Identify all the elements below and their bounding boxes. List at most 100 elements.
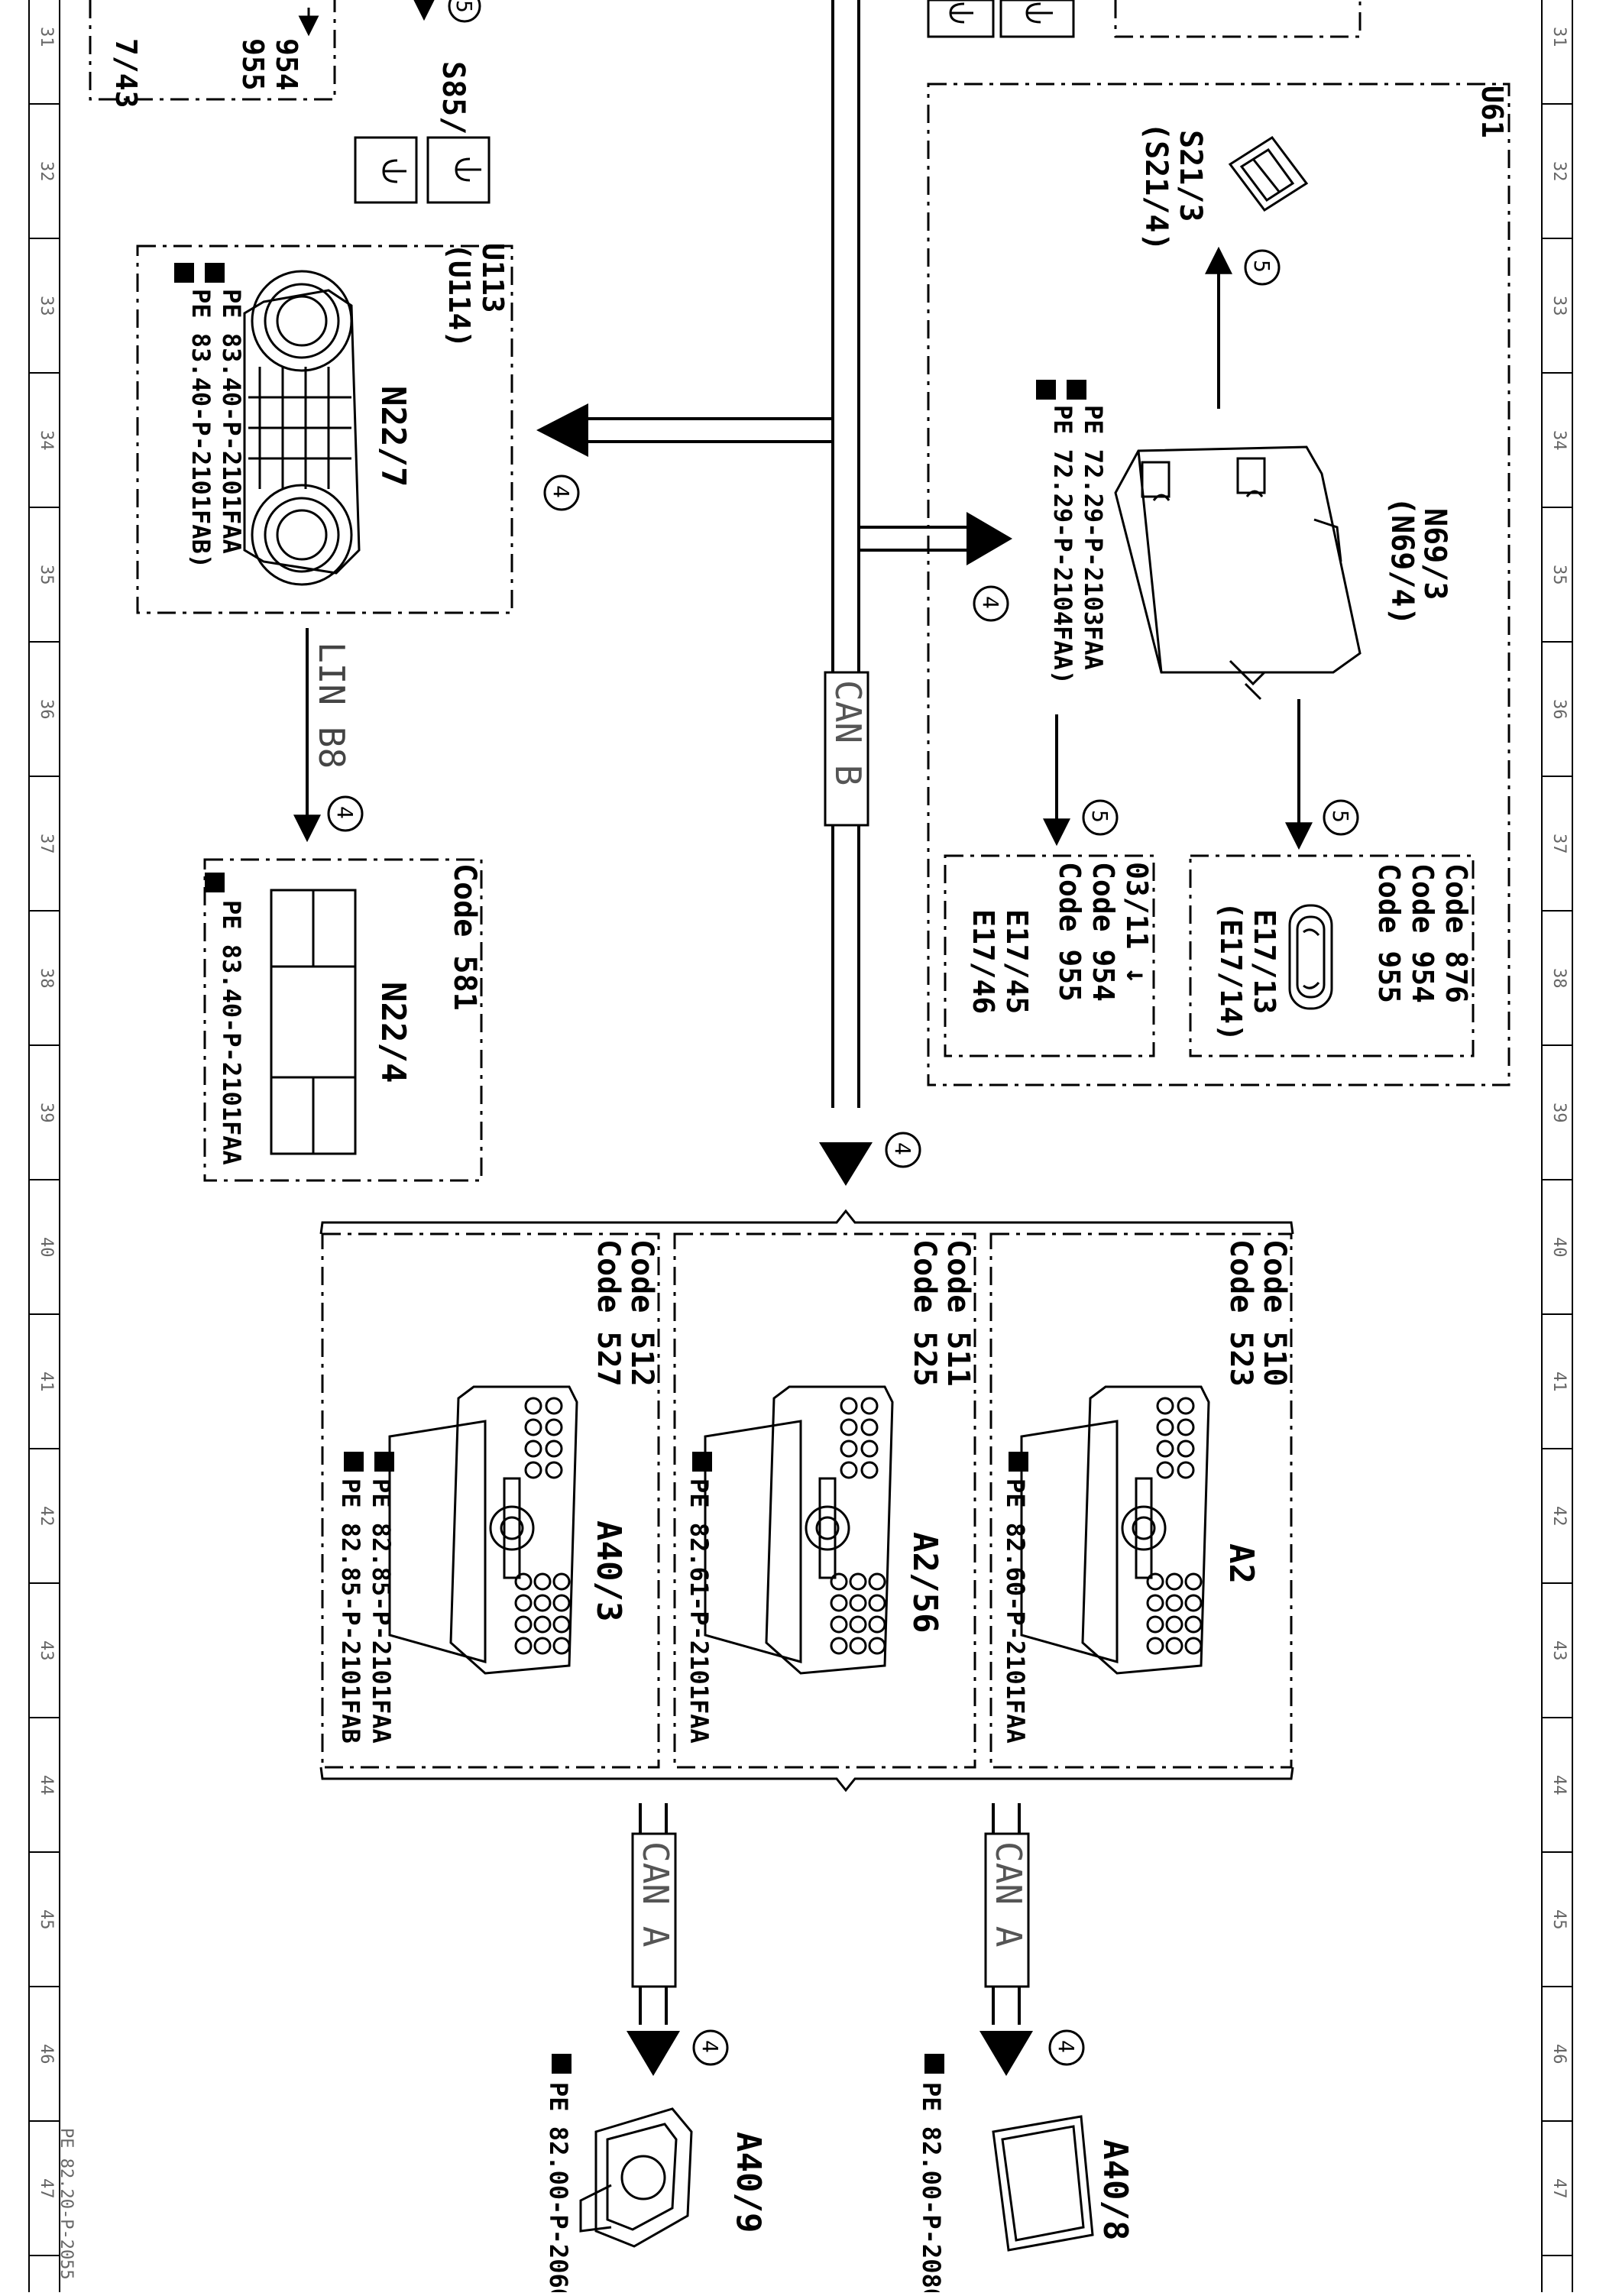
top-left-component: 7/43	[109, 38, 143, 108]
ruler-number: 34	[37, 430, 56, 451]
s21-4-label: (S21/4)	[1138, 122, 1174, 251]
ruler-number: 35	[1549, 565, 1569, 585]
ruler-number: 31	[1549, 27, 1569, 47]
u113-subtitle: (U114)	[442, 243, 476, 348]
radio-button-dot	[545, 1418, 563, 1436]
u61-title: U61	[1475, 86, 1509, 138]
radio-button-dot	[830, 1572, 848, 1591]
head-unit-a2-56: Code 511 Code 525 A2/56 PE 82.61-P-2101F…	[673, 1232, 976, 1769]
wrench-icon	[924, 2054, 944, 2074]
n69-pe-2: PE 72.29-P-2104FAA)	[1048, 405, 1077, 685]
radio-button-dot	[849, 1594, 867, 1612]
radio-button-dot	[840, 1397, 858, 1415]
top-left-code-955: 955	[236, 38, 270, 91]
radio-unit-icon	[1020, 1385, 1210, 1675]
u113-pe-1: PE 83.40-P-2101FAA	[217, 289, 246, 554]
marker-4-can-b-bottom: 4	[885, 1132, 921, 1168]
radio-button-dot	[533, 1572, 552, 1591]
e17-14-label: (E17/14)	[1214, 902, 1248, 1041]
top-left-code-954: 954	[270, 38, 303, 91]
e17-13-code-955: Code 955	[1372, 863, 1406, 1003]
a40-9-pe: PE 82.00-P-2060F	[544, 2082, 573, 2292]
a40-8-pe: PE 82.00-P-2080	[917, 2082, 946, 2292]
svg-text:4: 4	[890, 1142, 915, 1155]
radio-button-dot	[1146, 1572, 1164, 1591]
svg-text:4: 4	[978, 596, 1003, 609]
wrench-icon	[344, 1452, 364, 1472]
head-unit-a40-3-code-2: Code 527	[591, 1239, 626, 1387]
radio-button-dot	[1184, 1615, 1203, 1634]
e17-46-label: E17/46	[967, 909, 1000, 1014]
climate-control-unit-icon	[243, 270, 361, 586]
ruler-number: 41	[1549, 1371, 1569, 1392]
radio-button-dot	[533, 1594, 552, 1612]
radio-button-dot	[849, 1572, 867, 1591]
radio-button-dot	[1146, 1637, 1164, 1655]
radio-button-dot	[1184, 1594, 1203, 1612]
ruler-number: 36	[1549, 699, 1569, 720]
u61-box: U61 S21/3 (S21/4) 5 N69/3 (N69/4) PE 72.…	[927, 83, 1510, 1086]
n22-4-box: Code 581 N22/4 PE 83.40-P-2101FAA	[203, 858, 483, 1182]
ruler-number: 35	[37, 565, 56, 585]
e17-45-code-954: Code 954	[1086, 862, 1120, 1002]
n22-4-code: Code 581	[447, 863, 482, 1011]
wrench-icon	[1009, 1452, 1028, 1472]
head-unit-a40-3-pe-1: PE 82.85-P-2101FAA	[367, 1478, 396, 1744]
head-unit-a2-56-code-1: Code 511	[941, 1239, 976, 1387]
ruler-number: 32	[1549, 161, 1569, 182]
can-a-label-1: CAN A	[988, 1841, 1029, 1947]
can-a-marker-1: 4	[1054, 2040, 1079, 2053]
radio-unit-icon	[388, 1385, 578, 1675]
lin-b8-label: LIN B8	[311, 642, 352, 769]
radio-button-dot	[1165, 1615, 1183, 1634]
radio-button-dot	[849, 1637, 867, 1655]
ruler-number: 42	[1549, 1506, 1569, 1527]
ruler-number: 31	[37, 27, 56, 47]
radio-button-dot	[1184, 1637, 1203, 1655]
ruler-number: 44	[37, 1775, 56, 1796]
radio-unit-icon	[704, 1385, 894, 1675]
wrench-icon	[174, 263, 225, 283]
head-unit-a40-3-pe-2: PE 82.85-P-2101FAB	[336, 1478, 365, 1744]
document-reference: PE 82.20-P-2055	[57, 2128, 76, 2280]
svg-text:4: 4	[549, 485, 574, 498]
radio-button-dot	[840, 1418, 858, 1436]
radio-button-dot	[830, 1615, 848, 1634]
a40-8-label: A40/8	[1096, 2139, 1135, 2240]
top-center-locks	[927, 0, 1075, 38]
head-unit-a2: Code 510 Code 523 A2 PE 82.60-P-2101FAA	[989, 1232, 1293, 1769]
e17-45-marker: 5	[1087, 810, 1112, 823]
top-right-box	[1114, 0, 1362, 38]
n69-pe-1: PE 72.29-P-2103FAA	[1079, 405, 1108, 670]
u113-component: N22/7	[374, 386, 413, 487]
s85-5-marker: 5	[452, 0, 477, 13]
ruler-number: 46	[37, 2044, 56, 2064]
head-unit-a2-56-component: A2/56	[905, 1532, 944, 1633]
a40-9-group: A40/9 PE 82.00-P-2060F	[544, 2054, 768, 2296]
switch-icon	[1228, 135, 1309, 212]
can-a-label-2: CAN A	[635, 1841, 676, 1947]
radio-button-dot	[524, 1461, 542, 1479]
ruler-number: 37	[1549, 834, 1569, 854]
radio-button-dot	[1165, 1594, 1183, 1612]
radio-button-dot	[1177, 1418, 1195, 1436]
s21-3-label: S21/3	[1173, 130, 1208, 222]
radio-button-dot	[868, 1572, 886, 1591]
ruler-number: 36	[37, 699, 56, 720]
radio-button-dot	[552, 1615, 571, 1634]
radio-button-dot	[868, 1594, 886, 1612]
u113-box: U113 (U114) N22/7 PE 83.40-P-2101FAA PE …	[136, 243, 513, 614]
radio-button-dot	[860, 1439, 879, 1458]
ruler-number: 43	[1549, 1640, 1569, 1661]
head-unit-a2-code-1: Code 510	[1257, 1239, 1292, 1387]
lamp-icon	[1288, 904, 1333, 1010]
radio-button-dot	[1184, 1572, 1203, 1591]
ruler-number: 44	[1549, 1775, 1569, 1796]
ruler-number: 40	[37, 1237, 56, 1258]
can-b-bus: CAN B	[536, 0, 1012, 1186]
u113-pe-2: PE 83.40-P-2101FAB)	[186, 289, 215, 568]
radio-button-dot	[860, 1418, 879, 1436]
radio-button-dot	[524, 1439, 542, 1458]
